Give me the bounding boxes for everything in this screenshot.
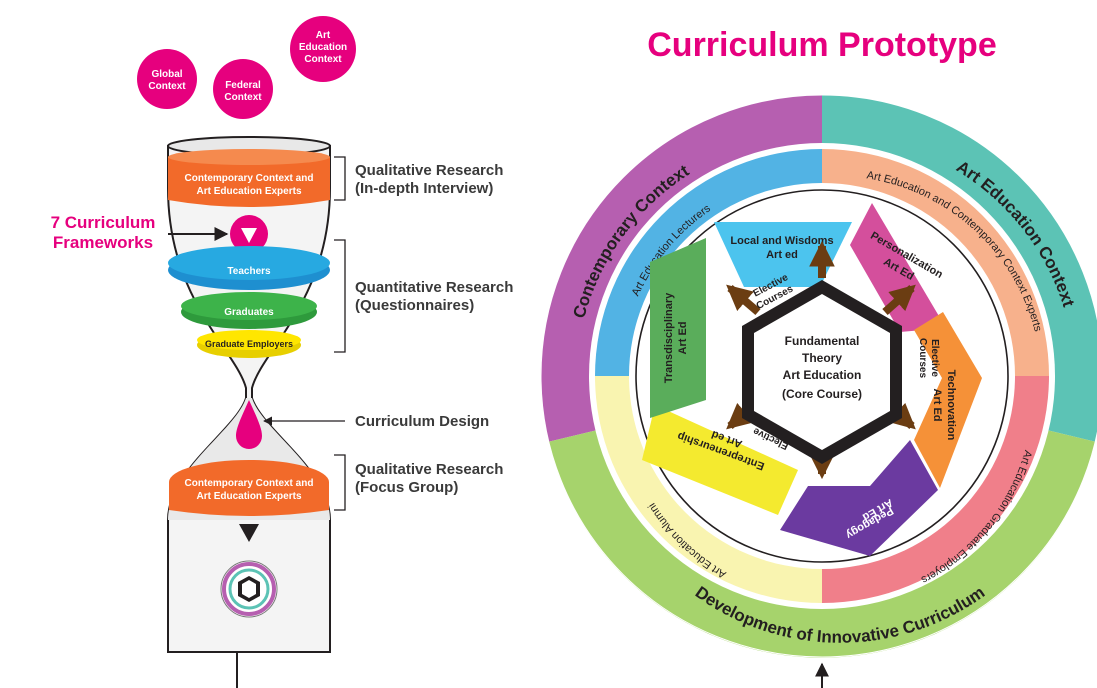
frameworks-label: 7 Curriculum Frameworks (51, 213, 156, 252)
svg-text:Qualitative Research: Qualitative Research (355, 461, 503, 478)
stage-label-focus-group: Qualitative Research (Focus Group) (355, 461, 503, 496)
mini-wheel-thumbnail (220, 560, 278, 618)
page-title: Curriculum Prototype (647, 26, 996, 64)
stage-brackets (334, 156, 346, 511)
svg-text:Art ed: Art ed (766, 249, 798, 261)
global-context-circle: Global Context (137, 49, 197, 109)
stage-label-questionnaires: Quantitative Research (Questionnaires) (355, 279, 513, 314)
svg-text:Global: Global (151, 69, 182, 80)
svg-text:Curriculum Design: Curriculum Design (355, 413, 489, 430)
segment-pedagogy: Pedagogy Art Ed (780, 440, 938, 556)
svg-text:Technovation: Technovation (945, 370, 957, 441)
svg-text:Art Education Experts: Art Education Experts (196, 491, 301, 502)
svg-text:Contemporary Context and: Contemporary Context and (185, 478, 314, 489)
stage-label-interview: Qualitative Research (In-depth Interview… (355, 162, 503, 197)
svg-text:Education: Education (299, 42, 347, 53)
segment-entrepreneurship: Entrepreneurship Art ed (642, 405, 798, 515)
svg-text:(Focus Group): (Focus Group) (355, 479, 458, 496)
svg-text:Graduates: Graduates (224, 307, 274, 318)
frameworks-marker (230, 215, 268, 253)
svg-text:Quantitative Research: Quantitative Research (355, 279, 513, 296)
bottom-experts-band: Contemporary Context and Art Education E… (169, 460, 329, 516)
design-drop (236, 400, 262, 449)
segment-technovation: Technovation Art Ed (914, 312, 982, 488)
svg-text:Context: Context (304, 54, 342, 65)
segment-local-wisdoms: Local and Wisdoms Art ed (714, 222, 852, 287)
svg-text:Art Education Experts: Art Education Experts (196, 186, 301, 197)
svg-text:(Core Course): (Core Course) (782, 387, 862, 401)
elective-label-right: Elective Courses (917, 338, 940, 378)
svg-text:Art Education: Art Education (783, 368, 862, 382)
segment-transdisciplinary: Transdisciplinary Art Ed (650, 238, 706, 418)
svg-text:Teachers: Teachers (227, 266, 271, 277)
stage-label-design: Curriculum Design (355, 413, 489, 430)
svg-text:Transdisciplinary: Transdisciplinary (663, 292, 675, 383)
svg-text:Courses: Courses (917, 338, 928, 378)
svg-text:Context: Context (148, 81, 186, 92)
svg-text:Frameworks: Frameworks (53, 233, 153, 252)
svg-text:7 Curriculum: 7 Curriculum (51, 213, 156, 232)
federal-context-circle: Federal Context (213, 59, 273, 119)
svg-text:(In-depth Interview): (In-depth Interview) (355, 180, 493, 197)
layer-graduates: Graduates (181, 292, 317, 329)
svg-text:Federal: Federal (225, 80, 261, 91)
curriculum-wheel: Contemporary Context Art Education Conte… (540, 94, 1097, 658)
svg-text:Art Ed: Art Ed (677, 322, 689, 355)
core-hexagon: Fundamental Theory Art Education (Core C… (742, 280, 902, 464)
svg-text:Qualitative Research: Qualitative Research (355, 162, 503, 179)
art-education-context-circle: Art Education Context (290, 16, 356, 82)
down-chevron-icon (239, 524, 259, 542)
svg-text:Fundamental: Fundamental (785, 334, 860, 348)
top-experts-band: Contemporary Context and Art Education E… (168, 149, 330, 207)
svg-text:Art: Art (316, 30, 331, 41)
svg-text:Graduate Employers: Graduate Employers (205, 339, 293, 349)
svg-text:Local and Wisdoms: Local and Wisdoms (730, 235, 833, 247)
svg-text:Theory: Theory (802, 351, 842, 365)
svg-text:Elective: Elective (929, 339, 940, 377)
layer-teachers: Teachers (168, 246, 330, 290)
svg-text:Art Ed: Art Ed (931, 389, 943, 422)
svg-text:(Questionnaires): (Questionnaires) (355, 297, 474, 314)
layer-graduate-employers: Graduate Employers (197, 330, 301, 358)
svg-text:Context: Context (224, 92, 262, 103)
svg-text:Contemporary Context and: Contemporary Context and (185, 173, 314, 184)
